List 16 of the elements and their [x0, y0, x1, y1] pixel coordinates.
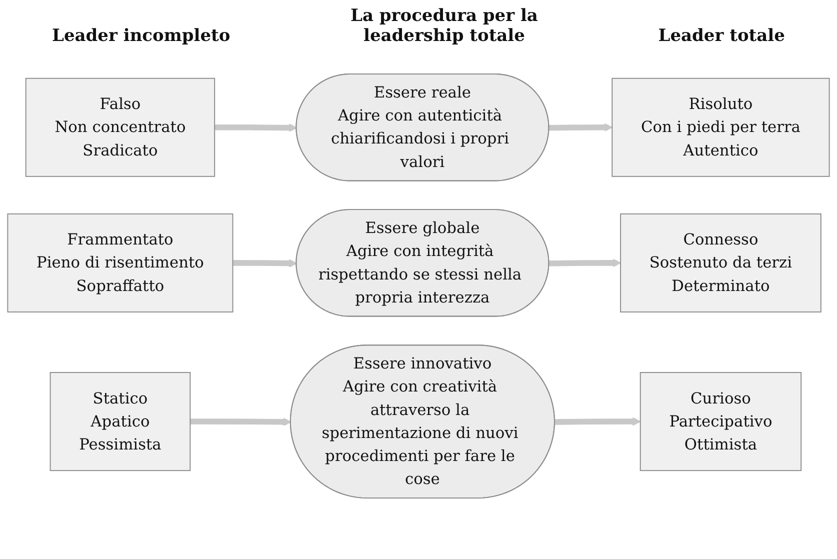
node-box [612, 78, 830, 177]
arrow [549, 258, 621, 268]
node-box [620, 213, 822, 312]
arrow [214, 124, 298, 132]
node-box [25, 78, 216, 177]
column-heading: Leader totale [658, 26, 785, 46]
node-box [50, 372, 191, 472]
arrow [190, 418, 292, 426]
column-heading: Leader incompleto [52, 26, 230, 46]
node-box [640, 372, 802, 472]
arrow [554, 417, 641, 426]
node-box [7, 213, 234, 312]
column-heading: La procedura per la leadership totale [350, 6, 539, 46]
flow-diagram: Falso Non concentrato Sradicato Essere reale Agire con autenticità chiarificandosi i propri valori Risoluto Con i piedi per terra Autentico Frammentato Pieno di risentimento Sopraffatto Essere globale Agire con integrità rispettando se stessi nella propria interezza Connesso Sostenuto da terzi Determinato Statico Apatico Pessimista Essere innovativo Agire con creatività attraverso la sperimentazione di nuovi procedimenti per fare le cose Curioso Partecipativo Ottimista [0, 46, 837, 526]
arrow [232, 259, 298, 268]
arrow [549, 123, 613, 132]
